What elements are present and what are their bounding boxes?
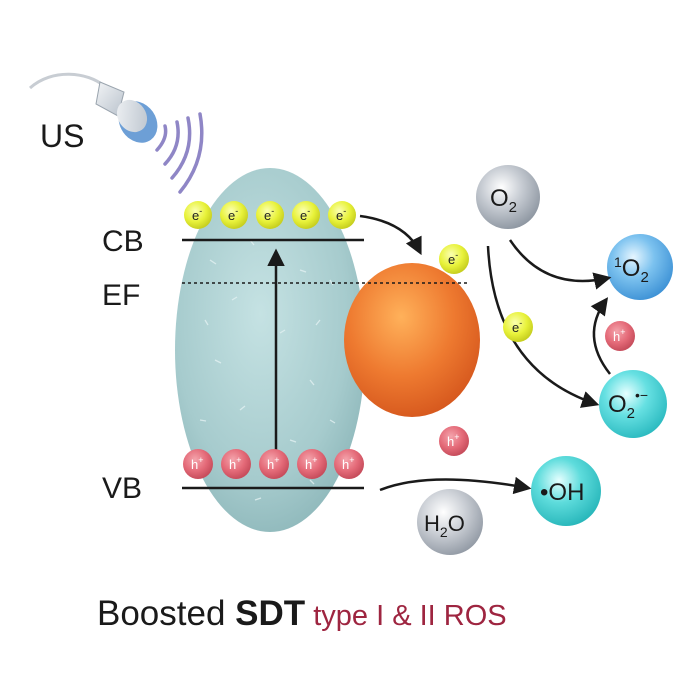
- svg-text:h+: h+: [613, 327, 626, 344]
- svg-text:e-: e-: [228, 206, 238, 223]
- cb-label: CB: [102, 225, 144, 258]
- o2-molecule: O2: [476, 165, 540, 229]
- ultrasound-wave-icon: [155, 112, 204, 194]
- svg-text:e-: e-: [192, 206, 202, 223]
- hole: h+: [297, 449, 327, 479]
- ultrasound-probe-icon: [28, 72, 158, 143]
- svg-text:h+: h+: [267, 455, 280, 472]
- electron: e-: [256, 201, 284, 229]
- caption-sdt: SDT: [235, 594, 305, 633]
- electron: e-: [328, 201, 356, 229]
- oxidizing-hole-right: h+: [605, 321, 635, 351]
- svg-text:h+: h+: [305, 455, 318, 472]
- water-molecule: H2O: [417, 489, 483, 555]
- ef-label: EF: [102, 279, 140, 312]
- svg-text:•OH: •OH: [540, 479, 584, 506]
- svg-text:e-: e-: [336, 206, 346, 223]
- hole: h+: [334, 449, 364, 479]
- svg-text:O2•−: O2•−: [608, 387, 648, 422]
- svg-text:e-: e-: [264, 206, 274, 223]
- svg-text:e-: e-: [448, 250, 458, 267]
- electron: e-: [220, 201, 248, 229]
- caption: Boosted SDT type I & II ROS: [97, 594, 507, 633]
- cb-electrons: e- e- e- e- e-: [184, 201, 356, 229]
- hydroxyl-radical: •OH: [531, 456, 601, 526]
- svg-text:h+: h+: [447, 432, 460, 449]
- svg-text:O2: O2: [490, 185, 517, 216]
- o2-to-superoxide-arrow: [486, 245, 600, 408]
- hole: h+: [221, 449, 251, 479]
- caption-part1: Boosted: [97, 594, 235, 633]
- transferred-electron: e-: [439, 244, 469, 274]
- us-label: US: [40, 118, 84, 154]
- hole: h+: [183, 449, 213, 479]
- svg-text:h+: h+: [342, 455, 355, 472]
- cocatalyst-particle: [344, 263, 480, 417]
- vb-holes: h+ h+ h+ h+ h+: [183, 449, 364, 479]
- svg-text:h+: h+: [191, 455, 204, 472]
- electron: e-: [184, 201, 212, 229]
- svg-text:h+: h+: [229, 455, 242, 472]
- superoxide-radical: O2•−: [599, 370, 667, 438]
- semiconductor-particle: [175, 168, 365, 532]
- singlet-oxygen: 1O2: [607, 234, 673, 300]
- hole: h+: [259, 449, 289, 479]
- svg-text:1O2: 1O2: [614, 254, 649, 286]
- svg-text:e-: e-: [512, 318, 522, 335]
- superoxide-to-singlet-arrow: [590, 297, 611, 375]
- vb-label: VB: [102, 472, 142, 505]
- water-to-hydroxyl-arrow: [379, 476, 532, 495]
- o2-to-singlet-arrow: [508, 239, 612, 290]
- svg-text:e-: e-: [300, 206, 310, 223]
- electron: e-: [292, 201, 320, 229]
- caption-ros: type I & II ROS: [305, 600, 506, 632]
- oxidizing-hole-center: h+: [439, 426, 469, 456]
- svg-text:H2O: H2O: [424, 511, 465, 540]
- electron-transfer-arrow: [359, 214, 422, 256]
- reducing-electron: e-: [503, 312, 533, 342]
